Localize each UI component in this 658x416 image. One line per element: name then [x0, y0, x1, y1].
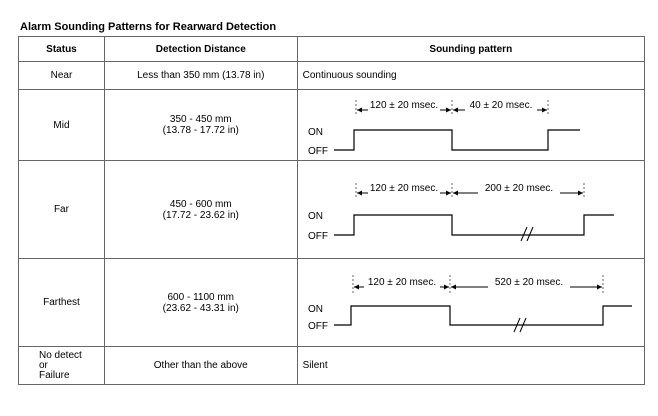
on-label: ON — [308, 211, 323, 222]
distance-cell: Other than the above — [103, 346, 298, 385]
off-duration-label: 40 ± 20 msec. — [469, 100, 532, 111]
table-row-mid: Mid 350 - 450 mm (13.78 - 17.72 in) 120 … — [18, 89, 646, 161]
distance-mm: 350 - 450 mm — [169, 114, 232, 125]
status-line: or — [39, 359, 48, 371]
on-duration-label: 120 ± 20 msec. — [367, 277, 435, 288]
status-line: No detect — [39, 349, 82, 361]
pattern-cell: 120 ± 20 msec. 200 ± 20 msec. ON OFF — [296, 160, 646, 259]
alarm-pattern-table: Status Detection Distance Sounding patte… — [18, 36, 646, 385]
off-label: OFF — [308, 231, 328, 242]
header-row: Status Detection Distance Sounding patte… — [18, 36, 646, 62]
off-label: OFF — [308, 146, 328, 157]
header-pattern: Sounding pattern — [296, 36, 646, 62]
status-line: Failure — [39, 369, 70, 381]
status-cell: Mid — [18, 89, 105, 161]
distance-in: (17.72 - 23.62 in) — [162, 209, 239, 221]
on-duration-label: 120 ± 20 msec. — [369, 100, 437, 111]
off-duration-label: 200 ± 20 msec. — [484, 183, 552, 194]
on-duration-label: 120 ± 20 msec. — [369, 183, 437, 194]
distance-cell: Less than 350 mm (13.78 in) — [103, 61, 298, 90]
distance-mm: 600 - 1100 mm — [167, 291, 235, 303]
waveform-far: 120 ± 20 msec. 200 ± 20 msec. ON OFF — [308, 182, 614, 242]
distance-cell: 600 - 1100 mm (23.62 - 43.31 in) — [103, 258, 298, 347]
pattern-cell: Continuous sounding — [296, 61, 646, 90]
distance-cell: 350 - 450 mm (13.78 - 17.72 in) — [103, 89, 298, 161]
table-row-near: Near Less than 350 mm (13.78 in) Continu… — [18, 61, 646, 90]
status-cell: Farthest — [18, 258, 105, 347]
off-label: OFF — [308, 321, 328, 332]
waveform-farthest: 120 ± 20 msec. 520 ± 20 msec. ON OFF — [308, 275, 632, 333]
pattern-cell: Silent — [296, 346, 646, 385]
off-duration-label: 520 ± 20 msec. — [494, 277, 562, 288]
table-row-far: Far 450 - 600 mm (17.72 - 23.62 in) 120 … — [18, 160, 646, 259]
table-row-farthest: Farthest 600 - 1100 mm (23.62 - 43.31 in… — [18, 258, 646, 347]
pattern-cell: 120 ± 20 msec. 40 ± 20 msec. ON OFF — [296, 89, 646, 161]
on-label: ON — [308, 304, 323, 315]
on-label: ON — [308, 127, 323, 138]
distance-cell: 450 - 600 mm (17.72 - 23.62 in) — [103, 160, 298, 259]
distance-mm: 450 - 600 mm — [169, 198, 232, 210]
header-distance: Detection Distance — [103, 36, 298, 62]
distance-in: (13.78 - 17.72 in) — [162, 125, 239, 136]
distance-in: (23.62 - 43.31 in) — [162, 302, 239, 314]
status-cell: Near — [18, 61, 105, 90]
table-row-no-detect: No detect or Failure Other than the abov… — [18, 346, 646, 385]
table-title: Alarm Sounding Patterns for Rearward Det… — [20, 21, 277, 33]
header-status: Status — [18, 36, 105, 62]
waveform-mid: 120 ± 20 msec. 40 ± 20 msec. ON OFF — [308, 99, 580, 157]
status-cell: No detect or Failure — [18, 346, 105, 385]
status-cell: Far — [18, 160, 105, 259]
pattern-cell: 120 ± 20 msec. 520 ± 20 msec. ON OFF — [296, 258, 646, 347]
